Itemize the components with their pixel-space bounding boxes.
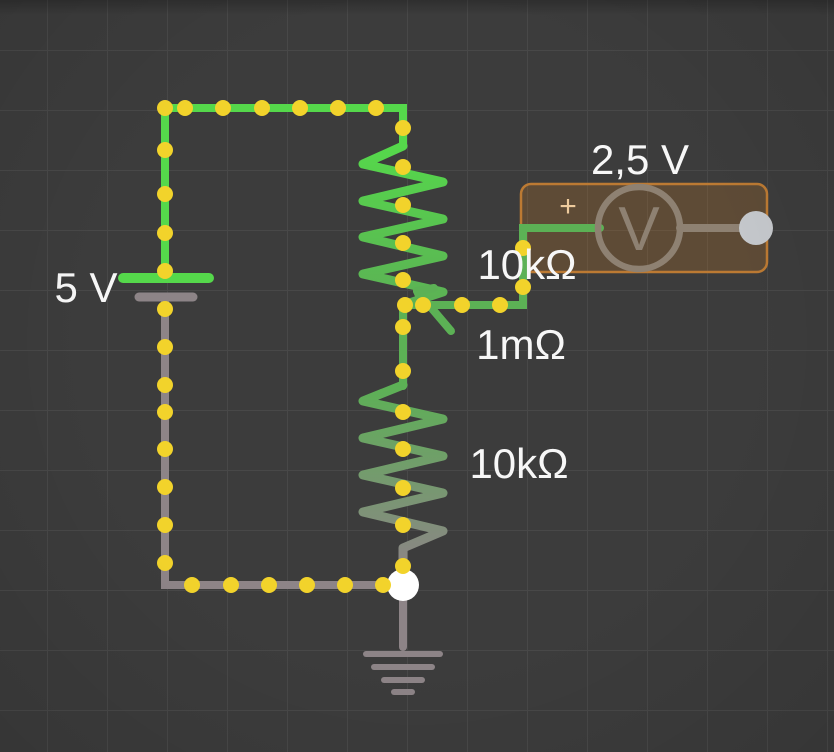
voltmeter-dial[interactable] bbox=[594, 183, 684, 273]
voltmeter-icon: V bbox=[618, 195, 660, 264]
resistor-bottom-zigzag[interactable] bbox=[358, 380, 448, 575]
battery[interactable] bbox=[118, 273, 214, 302]
wire-positive-rail[interactable] bbox=[161, 104, 407, 278]
voltmeter-plus-terminal: + bbox=[559, 190, 577, 223]
ground-icon bbox=[363, 651, 443, 695]
wiper-resistance-label: 1mΩ bbox=[476, 321, 566, 368]
voltmeter-meter[interactable]: V + bbox=[559, 183, 773, 273]
resistor-top-value-label: 10kΩ bbox=[477, 241, 576, 288]
voltmeter-reading-label: 2,5 V bbox=[591, 136, 689, 183]
current-flow-dots bbox=[157, 100, 531, 593]
ground[interactable] bbox=[363, 581, 443, 695]
battery-voltage-label: 5 V bbox=[54, 264, 117, 311]
resistor-bottom-value-label: 10kΩ bbox=[469, 440, 568, 487]
probe-terminal[interactable] bbox=[739, 211, 773, 245]
junction-node[interactable] bbox=[387, 569, 419, 601]
wire-ground-return[interactable] bbox=[161, 296, 407, 589]
